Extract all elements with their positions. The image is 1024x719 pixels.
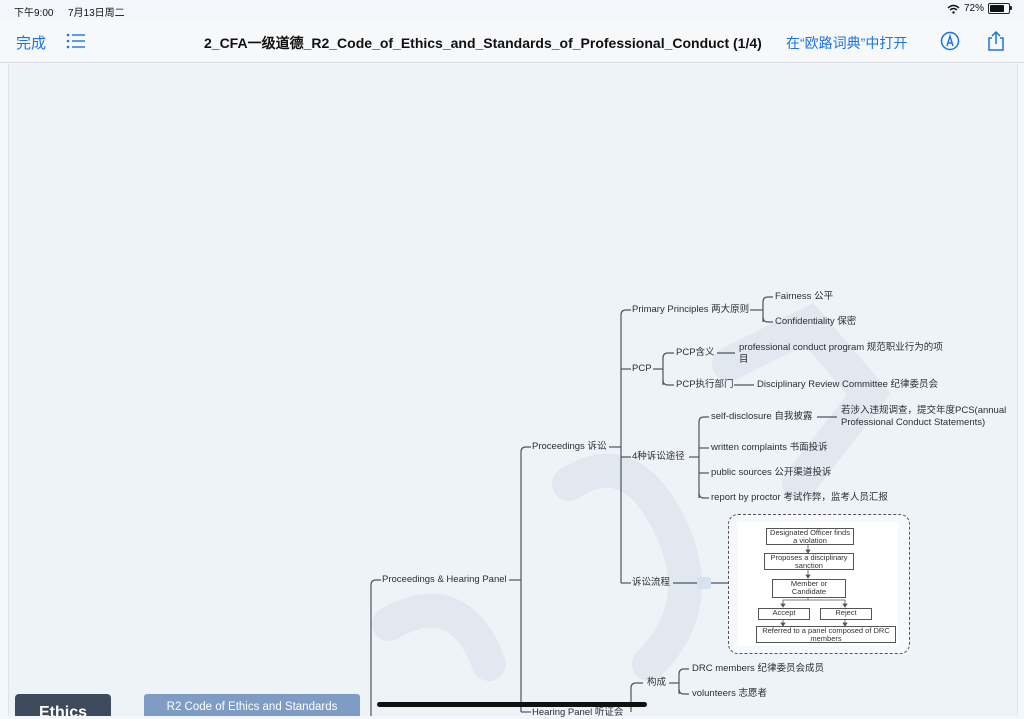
node-report-proctor[interactable]: report by proctor 考试作弊，监考人员汇报	[711, 492, 888, 503]
flow-member-candidate: Member or Candidate	[772, 579, 846, 598]
flow-reject: Reject	[820, 608, 872, 620]
node-primary-principles[interactable]: Primary Principles 两大原则	[632, 304, 750, 315]
status-bar: 下午9:00 7月13日周二 72%	[0, 0, 1024, 20]
node-self-disclosure[interactable]: self-disclosure 自我披露	[711, 411, 813, 422]
wifi-icon	[947, 4, 960, 14]
battery-icon	[988, 3, 1012, 14]
node-written-complaints[interactable]: written complaints 书面投诉	[711, 442, 828, 453]
node-public-sources[interactable]: public sources 公开渠道投诉	[711, 467, 832, 478]
node-fairness[interactable]: Fairness 公平	[775, 291, 834, 302]
node-pcp[interactable]: PCP	[632, 363, 652, 374]
node-composition[interactable]: 构成	[647, 677, 667, 688]
node-pcp-meaning[interactable]: PCP含义	[676, 347, 715, 358]
node-pcp-meaning-desc[interactable]: professional conduct program 规范职业行为的项目	[739, 342, 943, 365]
collapse-handle[interactable]	[697, 577, 711, 589]
node-drc[interactable]: Disciplinary Review Committee 纪律委员会	[757, 379, 939, 390]
document-title: 2_CFA一级道德_R2_Code_of_Ethics_and_Standard…	[204, 35, 762, 51]
node-four-ways[interactable]: 4种诉讼途径	[632, 451, 685, 462]
done-button[interactable]: 完成	[16, 35, 47, 52]
flow-proposes-sanction: Proposes a disciplinary sanction	[764, 553, 854, 570]
node-proceedings[interactable]: Proceedings 诉讼	[532, 441, 607, 452]
markup-pen-icon[interactable]	[940, 31, 960, 51]
toolbar: 完成 2_CFA一级道德_R2_Code_of_Ethics_and_Stand…	[0, 20, 1024, 63]
flow-designated-officer: Designated Officer finds a violation	[766, 528, 854, 545]
status-right: 72%	[947, 3, 1012, 14]
status-time: 下午9:00	[14, 8, 54, 19]
node-proceedings-hearing-panel[interactable]: Proceedings & Hearing Panel	[382, 574, 507, 585]
list-icon[interactable]	[66, 33, 86, 49]
node-confidentiality[interactable]: Confidentiality 保密	[775, 316, 857, 327]
status-date: 7月13日周二	[68, 8, 125, 19]
open-in-app-button[interactable]: 在“欧路词典”中打开	[786, 35, 908, 51]
share-icon[interactable]	[986, 30, 1006, 52]
node-r2-code[interactable]: R2 Code of Ethics and Standards	[144, 694, 360, 716]
home-indicator[interactable]	[377, 702, 647, 707]
node-self-disclosure-desc[interactable]: 若涉入违规调查，提交年度PCS(annual Professional Cond…	[841, 405, 1007, 428]
watermark	[372, 302, 891, 681]
flow-accept: Accept	[758, 608, 810, 620]
node-volunteers[interactable]: volunteers 志愿者	[692, 688, 767, 699]
flow-referred-panel: Referred to a panel composed of DRC memb…	[756, 626, 896, 643]
node-drc-members[interactable]: DRC members 纪律委员会成员	[692, 663, 824, 674]
mindmap-connectors	[370, 296, 837, 716]
node-process[interactable]: 诉讼流程	[632, 577, 671, 588]
battery-percent: 72%	[963, 3, 984, 14]
flowchart: Designated Officer finds a violation Pro…	[738, 522, 898, 646]
node-hearing-panel[interactable]: Hearing Panel 听证会	[532, 707, 624, 718]
node-ethics[interactable]: Ethics	[15, 694, 111, 716]
node-pcp-dept[interactable]: PCP执行部门	[676, 379, 734, 390]
